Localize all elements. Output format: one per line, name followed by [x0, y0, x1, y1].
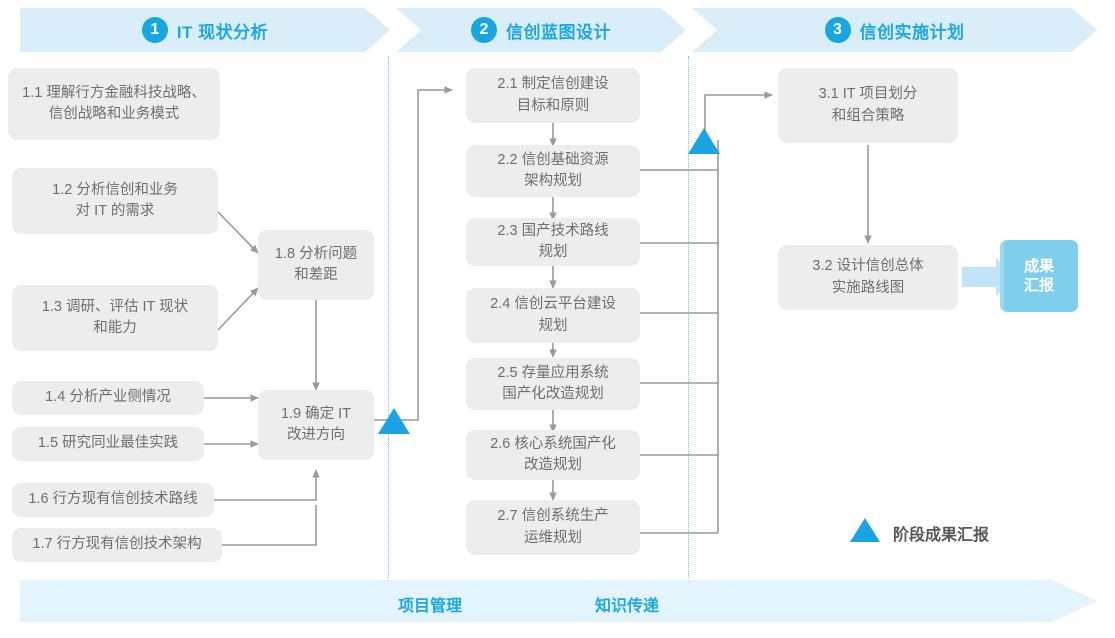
legend-triangle-icon	[850, 518, 880, 542]
result-report-box[interactable]: 成果 汇报	[1000, 240, 1078, 312]
bottom-label-project-management: 项目管理	[398, 598, 463, 615]
legend-label: 阶段成果汇报	[893, 527, 990, 544]
task-box-2-3[interactable]: 2.3 国产技术路线 规划	[466, 218, 640, 266]
bottom-label-knowledge-transfer: 知识传递	[595, 598, 660, 615]
task-box-2-6[interactable]: 2.6 核心系统国产化 改造规划	[466, 430, 640, 480]
task-box-1-5[interactable]: 1.5 研究同业最佳实践	[12, 427, 204, 461]
phase-segment-3[interactable]: 3 信创实施计划	[692, 8, 1097, 52]
phase-title-3: 信创实施计划	[859, 22, 965, 42]
task-box-1-2[interactable]: 1.2 分析信创和业务 对 IT 的需求	[12, 168, 218, 234]
task-box-3-1[interactable]: 3.1 IT 项目划分 和组合策略	[778, 68, 958, 143]
task-box-1-6[interactable]: 1.6 行方现有信创技术路线	[12, 483, 214, 517]
phase-segment-1[interactable]: 1 IT 现状分析	[20, 8, 390, 52]
task-box-1-1[interactable]: 1.1 理解行方金融科技战略、 信创战略和业务模式	[8, 68, 220, 140]
phase-number-2: 2	[471, 17, 497, 43]
phase-segment-2[interactable]: 2 信创蓝图设计	[396, 8, 686, 52]
task-box-1-3[interactable]: 1.3 调研、评估 IT 现状 和能力	[12, 285, 218, 351]
task-box-1-8[interactable]: 1.8 分析问题 和差距	[258, 230, 374, 300]
task-box-2-7[interactable]: 2.7 信创系统生产 运维规划	[466, 500, 640, 555]
task-box-1-4[interactable]: 1.4 分析产业侧情况	[12, 381, 204, 415]
task-box-2-2[interactable]: 2.2 信创基础资源 架构规划	[466, 145, 640, 197]
phase-divider-2-3	[688, 56, 689, 578]
task-box-2-1[interactable]: 2.1 制定信创建设 目标和原则	[466, 68, 640, 123]
task-box-1-9[interactable]: 1.9 确定 IT 改进方向	[258, 390, 374, 460]
phase-header-band: 1 IT 现状分析 2 信创蓝图设计 3 信创实施计划	[0, 8, 1115, 52]
phase-title-1: IT 现状分析	[176, 22, 269, 42]
task-box-1-7[interactable]: 1.7 行方现有信创技术架构	[12, 528, 222, 562]
milestone-triangle-phase2	[688, 128, 720, 154]
task-box-2-5[interactable]: 2.5 存量应用系统 国产化改造规划	[466, 358, 640, 410]
task-box-3-2[interactable]: 3.2 设计信创总体 实施路线图	[778, 245, 958, 310]
phase-number-1: 1	[141, 17, 168, 43]
phase-number-3: 3	[824, 17, 851, 43]
phase-title-2: 信创蓝图设计	[506, 22, 611, 42]
phase-divider-1-2	[388, 56, 389, 578]
task-box-2-4[interactable]: 2.4 信创云平台建设 规划	[466, 288, 640, 343]
milestone-triangle-phase1	[378, 408, 410, 434]
bottom-stream-band	[20, 580, 1097, 622]
